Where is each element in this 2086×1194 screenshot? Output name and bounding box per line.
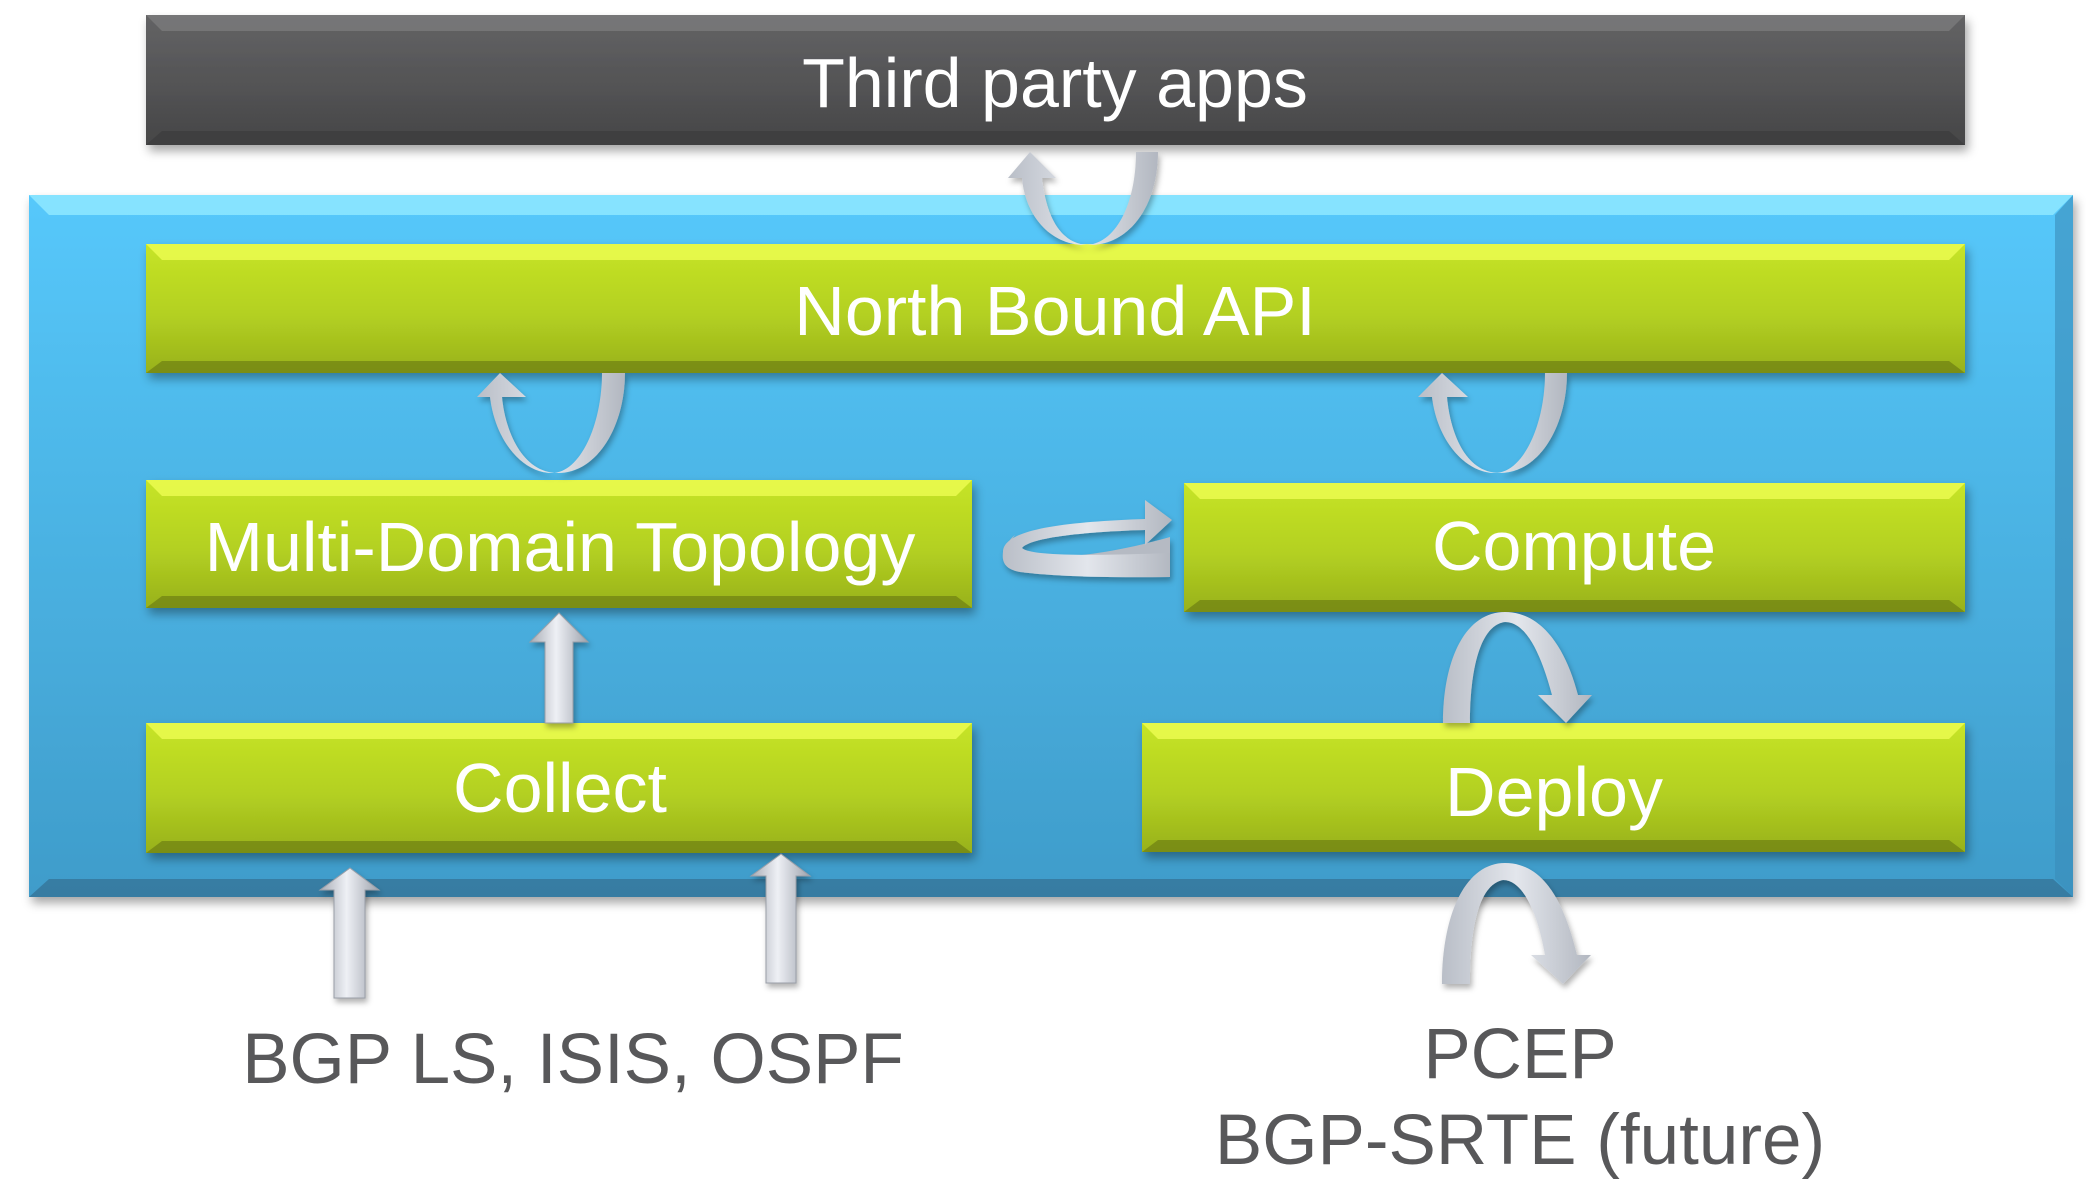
arch-arrow-icon (1442, 863, 1591, 984)
deploy-box: Deploy (1142, 723, 1965, 852)
collect-box: Collect (146, 723, 972, 853)
north-bound-api-box: North Bound API (146, 244, 1965, 373)
up-arrow-icon (318, 867, 381, 999)
inputs-caption: BGP LS, ISIS, OSPF (242, 1020, 904, 1099)
multi-domain-topology-label: Multi-Domain Topology (205, 508, 916, 586)
outputs-caption-line-2: BGP-SRTE (future) (1215, 1101, 1825, 1180)
third-party-apps-label: Third party apps (802, 44, 1308, 122)
multi-domain-topology-box: Multi-Domain Topology (146, 480, 972, 608)
compute-label: Compute (1432, 507, 1716, 585)
u-turn-arrow-icon (1008, 152, 1158, 245)
north-bound-api-label: North Bound API (794, 272, 1315, 350)
up-arrow-icon (528, 612, 590, 724)
compute-box: Compute (1184, 483, 1965, 612)
outputs-caption-line-1: PCEP (1423, 1015, 1616, 1094)
deploy-label: Deploy (1445, 753, 1663, 831)
loop-arrow-icon (1002, 500, 1172, 578)
collect-label: Collect (453, 749, 667, 827)
u-turn-arrow-icon (1418, 373, 1567, 473)
up-arrow-icon (749, 853, 812, 984)
u-turn-arrow-icon (477, 373, 625, 473)
third-party-apps-box: Third party apps (146, 15, 1965, 145)
arch-arrow-icon (1443, 612, 1592, 723)
